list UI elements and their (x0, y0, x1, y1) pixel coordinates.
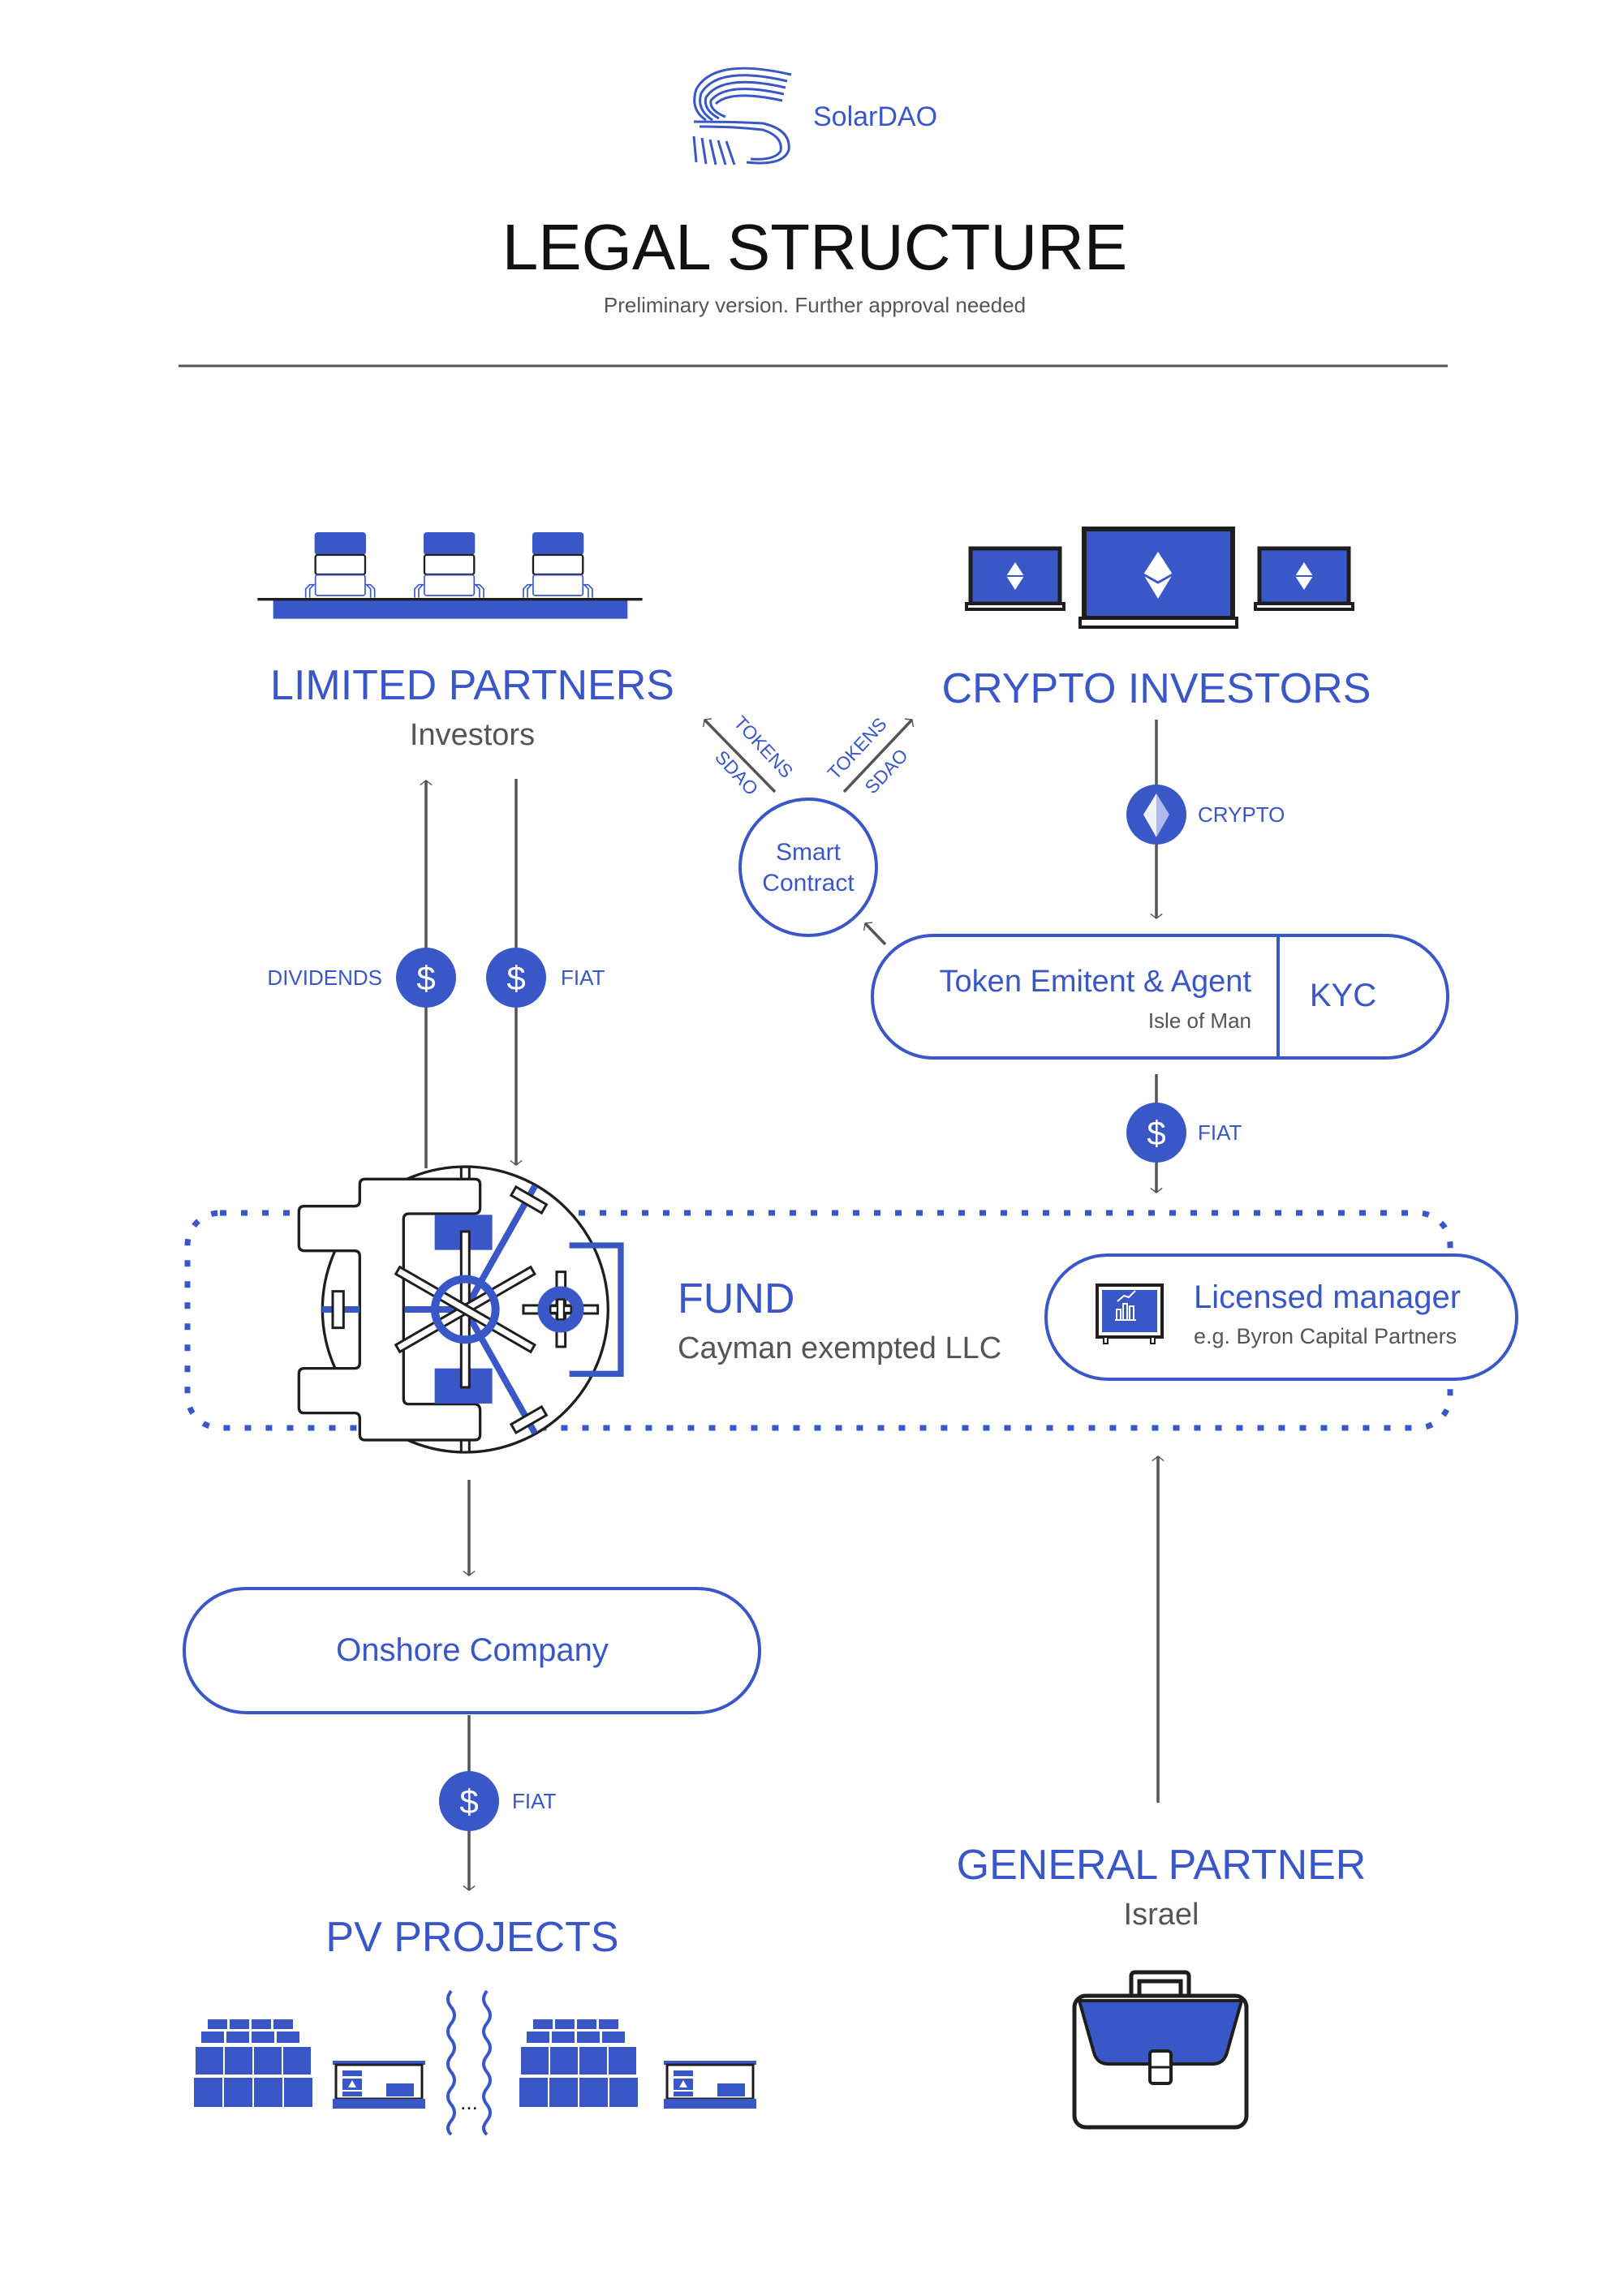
onshore-company-title: Onshore Company (336, 1632, 609, 1668)
token-emitent-node (871, 934, 1449, 1060)
solardao-logo-icon: SolarDAO (692, 67, 937, 166)
fiat-pv-label: FIAT (512, 1789, 557, 1813)
inverter-icon (333, 2061, 425, 2109)
limited-partners-subtitle: Investors (410, 718, 535, 752)
general-partner-subtitle: Israel (1124, 1898, 1199, 1932)
smart-contract-node (738, 798, 878, 937)
crypto-investors-title: CRYPTO INVESTORS (942, 665, 1371, 712)
dollar-icon: $ (1126, 1103, 1186, 1163)
brand-name: SolarDAO (813, 101, 937, 132)
onshore-company-node (183, 1587, 761, 1714)
general-partner-title: GENERAL PARTNER (957, 1842, 1367, 1889)
chart-board-icon (1096, 1283, 1164, 1344)
token-emitent-title: Token Emitent & Agent (940, 965, 1252, 999)
fund-title: FUND (678, 1275, 794, 1322)
smart-contract-line1: Smart (776, 839, 842, 866)
page-title: LEGAL STRUCTURE (502, 211, 1128, 283)
svg-text:$: $ (416, 959, 435, 997)
inverter-icon (662, 2059, 758, 2110)
svg-text:$: $ (1147, 1114, 1165, 1152)
limited-partners-title: LIMITED PARTNERS (270, 662, 674, 709)
tokens-to-crypto-arrow (842, 718, 915, 793)
tokens-to-lp-arrow (703, 718, 777, 793)
armchairs-icon (257, 531, 643, 619)
svg-text:$: $ (459, 1782, 478, 1821)
dollar-icon: $ (486, 948, 546, 1008)
dividends-label: DIVIDENDS (267, 965, 382, 990)
kyc-label: KYC (1310, 978, 1376, 1013)
licensed-manager-title: Licensed manager (1194, 1279, 1461, 1315)
solar-panel-icon (518, 2018, 639, 2109)
licensed-manager-subtitle: e.g. Byron Capital Partners (1194, 1324, 1457, 1348)
crypto-label: CRYPTO (1198, 802, 1285, 827)
briefcase-icon (1072, 1970, 1249, 2130)
pv-projects-title: PV PROJECTS (325, 1914, 618, 1961)
break-wavy-lines (446, 1989, 492, 2136)
solar-panel-icon (192, 2018, 314, 2109)
ellipsis: ... (460, 2090, 478, 2114)
dollar-icon: $ (439, 1771, 499, 1831)
token-emitent-subtitle: Isle of Man (1148, 1008, 1251, 1033)
dollar-icon: $ (396, 948, 456, 1008)
emitent-to-contract-arrow (863, 922, 887, 946)
laptops-ethereum-icon (965, 527, 1353, 629)
fiat-lp-label: FIAT (561, 965, 605, 990)
svg-text:$: $ (506, 959, 525, 997)
smart-contract-line2: Contract (762, 870, 855, 896)
sdao-right-label: SDAO (860, 745, 911, 798)
ethereum-icon (1126, 785, 1186, 845)
fiat-token-label: FIAT (1198, 1120, 1242, 1145)
page-subtitle: Preliminary version. Further approval ne… (604, 293, 1026, 317)
vault-icon (297, 1165, 624, 1454)
fund-subtitle: Cayman exempted LLC (678, 1331, 1001, 1365)
fund-boundary (184, 1210, 1453, 1431)
